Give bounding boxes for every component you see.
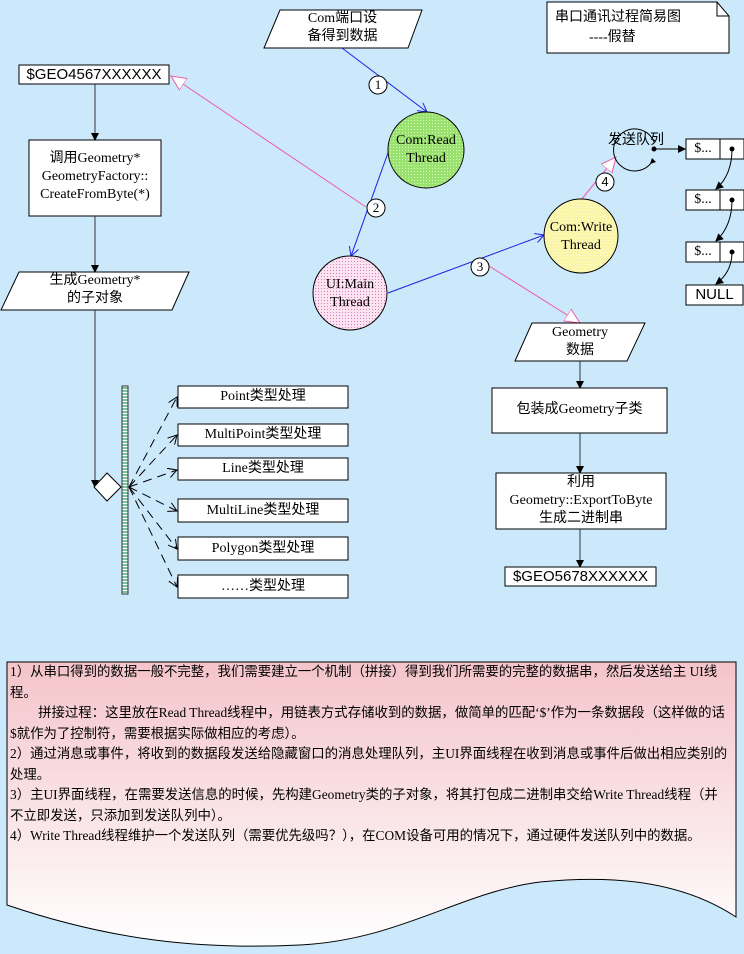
write-thread-line1: Com:Write bbox=[549, 220, 613, 235]
step-marker-1: 1 bbox=[374, 77, 382, 92]
handler-other: ……类型处理 bbox=[221, 579, 305, 594]
generate-child-label: 生成Geometry* 的子对象 bbox=[10, 272, 180, 308]
notes-text: 1）从串口得到的数据一般不完整，我们需要建立一个机制（拼接）得到我们所需要的完整… bbox=[8, 662, 733, 847]
main-thread-line2: Thread bbox=[330, 295, 370, 310]
handler-multiline: MultiLine类型处理 bbox=[206, 503, 320, 518]
export-bytes-line2: Geometry::ExportToByte bbox=[509, 493, 653, 508]
handler-point: Point类型处理 bbox=[220, 389, 306, 404]
call-factory-line1: 调用Geometry* bbox=[49, 151, 141, 166]
title-note-shape bbox=[546, 1, 730, 54]
geometry-data-line2: 数据 bbox=[566, 343, 594, 358]
notes-shape bbox=[6, 661, 737, 947]
main-thread-circle bbox=[312, 255, 388, 331]
read-thread-label: Com:Read Thread bbox=[388, 132, 464, 168]
decision-diamond bbox=[93, 472, 122, 502]
export-bytes-box bbox=[495, 472, 667, 530]
geometry-data-line1: Geometry bbox=[552, 325, 608, 340]
handler-multipoint: MultiPoint类型处理 bbox=[204, 427, 322, 442]
step-marker-2: 2 bbox=[372, 200, 380, 215]
handler-line: Line类型处理 bbox=[222, 461, 304, 476]
queue-node-2: $... bbox=[694, 192, 712, 207]
wrap-geometry-box bbox=[491, 387, 668, 434]
generate-child-line2: 的子对象 bbox=[67, 291, 123, 306]
read-thread-circle bbox=[387, 111, 465, 189]
com-input-line1: Com端口设 bbox=[307, 11, 378, 26]
dispatch-arrows bbox=[128, 397, 177, 587]
com-input-line2: 备得到数据 bbox=[307, 29, 378, 44]
handler-polygon: Polygon类型处理 bbox=[211, 541, 315, 556]
note-3: 3）主UI界面线程，在需要发送信息的时候，先构建Geometry类的子对象，将其… bbox=[10, 787, 718, 823]
title-note: 串口通讯过程简易图 ----假替 bbox=[549, 8, 717, 48]
fork-bar bbox=[121, 385, 129, 595]
call-factory-label: 调用Geometry* GeometryFactory:: CreateFrom… bbox=[29, 150, 161, 204]
handler-boxes bbox=[177, 385, 349, 599]
geometry-data-label: Geometry 数据 bbox=[520, 324, 640, 360]
read-thread-line1: Com:Read bbox=[396, 133, 456, 148]
wrap-geometry-label: 包装成Geometry子类 bbox=[516, 402, 643, 417]
main-thread-line1: UI:Main bbox=[325, 277, 375, 292]
com-input-label: Com端口设 备得到数据 bbox=[270, 10, 415, 46]
generate-child-line1: 生成Geometry* bbox=[49, 273, 141, 288]
com-input-shape bbox=[263, 9, 423, 49]
output-string-box bbox=[504, 566, 657, 587]
output-string: $GEO5678XXXXXX bbox=[512, 568, 649, 585]
main-thread-label: UI:Main Thread bbox=[313, 276, 387, 312]
generate-child-shape bbox=[0, 271, 190, 311]
received-string: $GEO4567XXXXXX bbox=[26, 66, 162, 83]
note-4: 4）Write Thread线程维护一个发送队列（需要优先级吗？），在COM设备… bbox=[10, 828, 701, 843]
send-queue-label: 发送队列 bbox=[608, 133, 664, 148]
title-line1: 串口通讯过程简易图 bbox=[555, 10, 681, 25]
step-marker-4: 4 bbox=[601, 174, 609, 189]
note-2: 2）通过消息或事件，将收到的数据段发送给隐藏窗口的消息处理队列，主UI界面线程在… bbox=[10, 746, 728, 782]
call-factory-line2: GeometryFactory:: bbox=[41, 169, 149, 184]
queue-node-1: $... bbox=[694, 141, 712, 156]
received-string-box bbox=[18, 64, 170, 85]
export-bytes-label: 利用 Geometry::ExportToByte 生成二进制串 bbox=[496, 474, 666, 528]
write-thread-circle bbox=[543, 198, 619, 274]
queue-null: NULL bbox=[695, 286, 734, 303]
export-bytes-line3: 生成二进制串 bbox=[539, 511, 623, 526]
title-line2: ----假替 bbox=[589, 30, 636, 45]
write-thread-line2: Thread bbox=[561, 238, 601, 253]
note-1: 1）从串口得到的数据一般不完整，我们需要建立一个机制（拼接）得到我们所需要的完整… bbox=[10, 664, 718, 700]
write-thread-label: Com:Write Thread bbox=[543, 219, 619, 255]
step-marker-3: 3 bbox=[476, 259, 484, 274]
queue-nodes bbox=[685, 138, 744, 306]
export-bytes-line1: 利用 bbox=[567, 475, 595, 490]
queue-loop bbox=[613, 128, 655, 172]
step-markers bbox=[366, 75, 615, 277]
call-factory-line3: CreateFromByte(*) bbox=[40, 187, 150, 202]
geometry-data-shape bbox=[514, 322, 646, 362]
title-note-fold bbox=[716, 2, 729, 17]
read-thread-line2: Thread bbox=[406, 151, 446, 166]
note-1-detail: 拼接过程：这里放在Read Thread线程中，用链表方式存储收到的数据，做简单… bbox=[10, 705, 725, 741]
queue-node-3: $... bbox=[694, 244, 712, 259]
